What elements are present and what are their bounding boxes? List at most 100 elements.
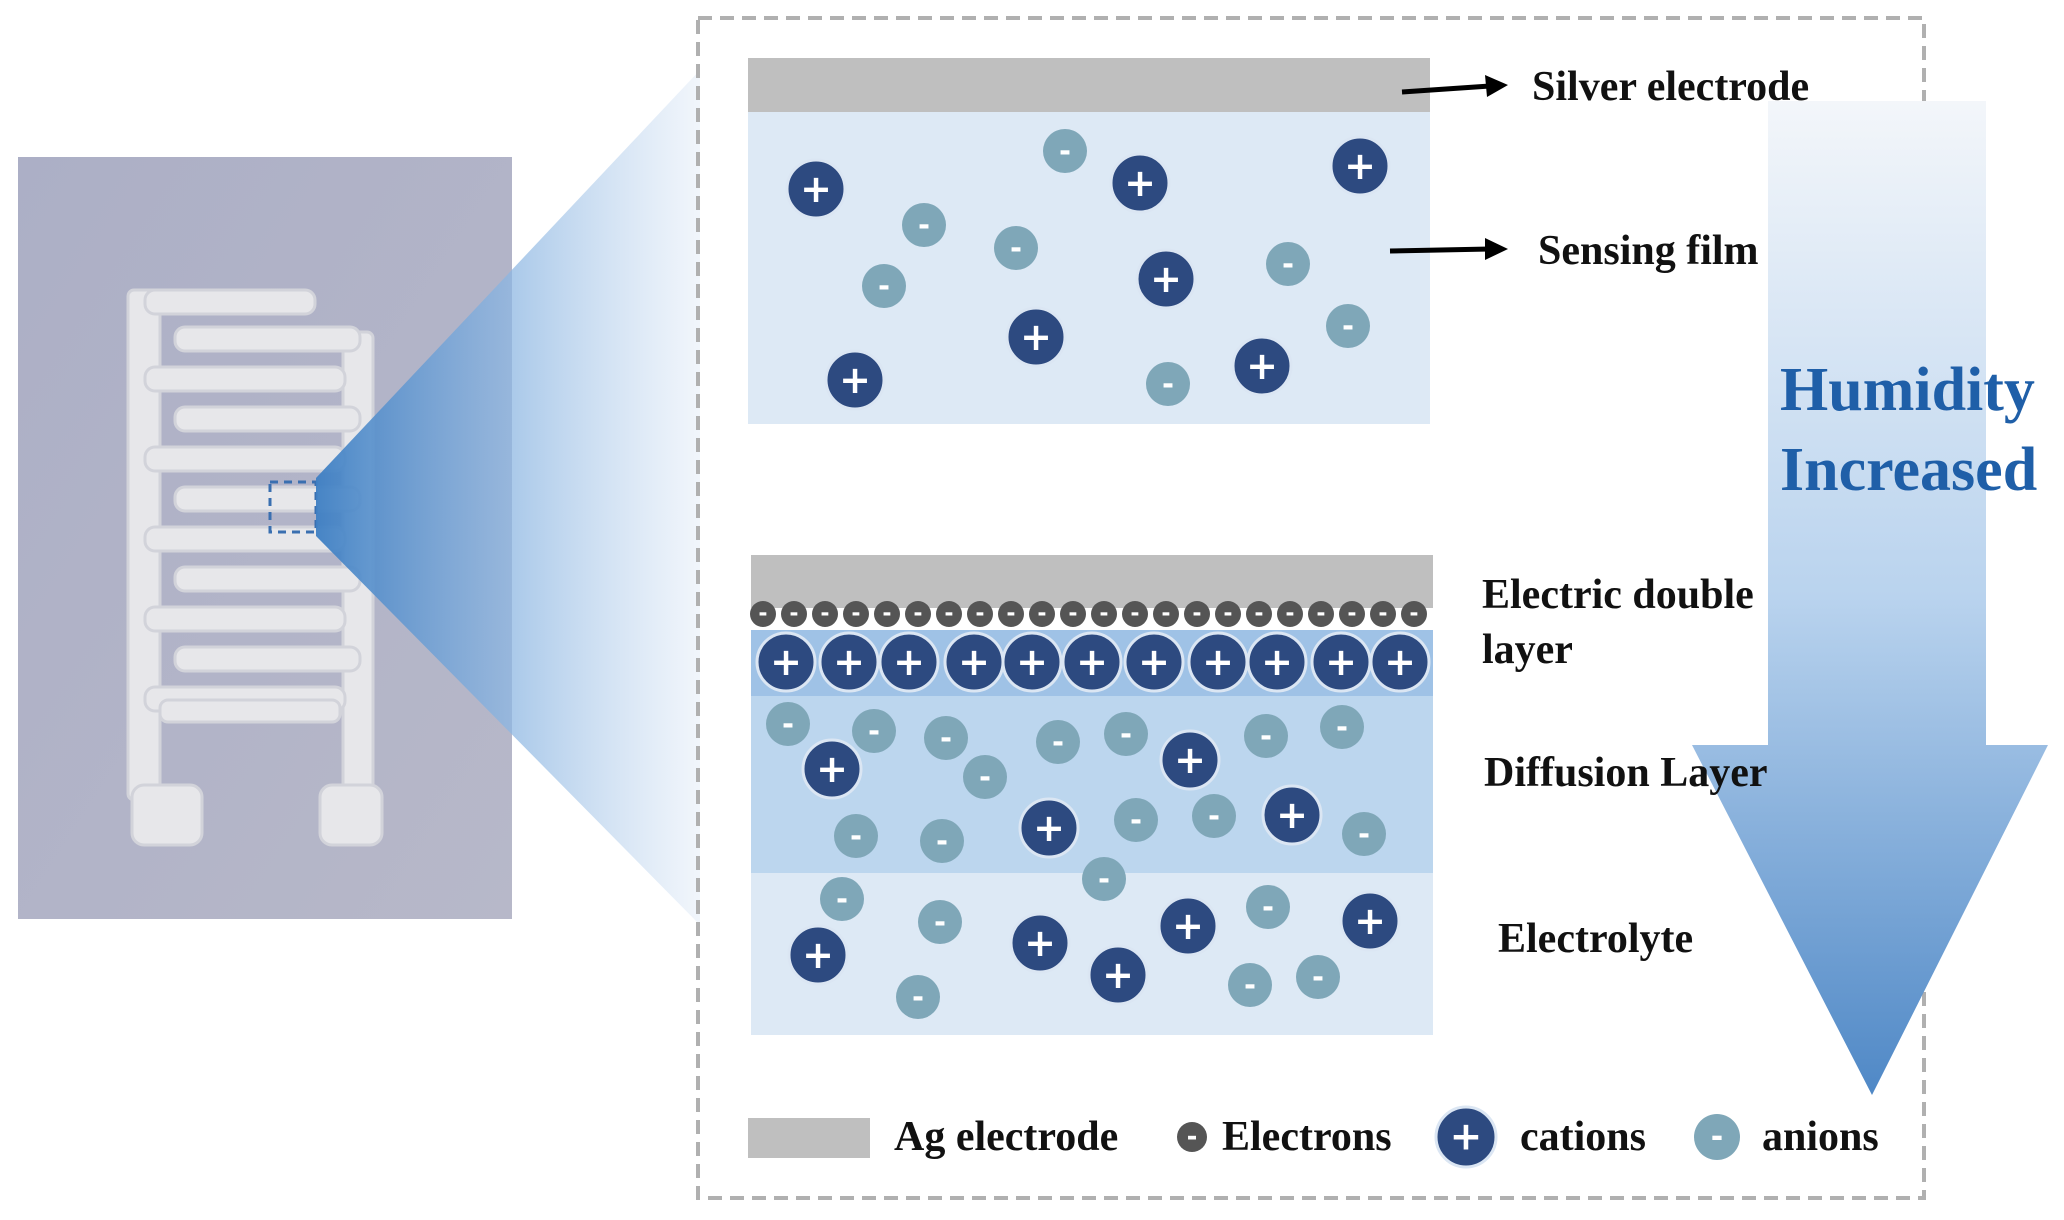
minus-icon: -	[918, 208, 930, 242]
minus-icon: -	[1120, 717, 1132, 751]
anion: -	[896, 975, 940, 1019]
legend-anions-label: anions	[1762, 1114, 1879, 1160]
electron: -	[781, 601, 807, 627]
diffusion-layer-label: Diffusion Layer	[1484, 750, 1768, 796]
sensing-film-label: Sensing film	[1538, 228, 1759, 274]
minus-icon: -	[979, 760, 991, 794]
minus-icon: -	[1285, 602, 1294, 627]
electron: -	[750, 601, 776, 627]
plus-icon: +	[839, 358, 871, 402]
plus-icon: +	[1102, 953, 1134, 997]
edl-label-line2: layer	[1482, 627, 1573, 673]
electron: -	[1153, 601, 1179, 627]
cation: +	[785, 158, 847, 220]
anion: -	[834, 814, 878, 858]
minus-icon: -	[1130, 803, 1142, 837]
minus-icon: -	[868, 714, 880, 748]
electron: -	[1122, 601, 1148, 627]
cation: +	[1246, 631, 1308, 693]
silver-electrode-label: Silver electrode	[1532, 64, 1810, 110]
plus-icon: +	[1354, 899, 1386, 943]
anion: -	[920, 819, 964, 863]
cation: +	[1087, 944, 1149, 1006]
minus-icon: -	[936, 824, 948, 858]
ag-electrode-layer	[751, 555, 1433, 608]
electron: -	[1370, 601, 1396, 627]
electron: -	[998, 601, 1024, 627]
plus-icon: +	[1076, 640, 1108, 684]
plus-icon: +	[1033, 806, 1065, 850]
anion: -	[820, 877, 864, 921]
electron: -	[874, 601, 900, 627]
minus-icon: -	[1711, 1120, 1723, 1155]
minus-icon: -	[1052, 725, 1064, 759]
electron: -	[1339, 601, 1365, 627]
anion: -	[1228, 963, 1272, 1007]
minus-icon: -	[1282, 247, 1294, 281]
minus-icon: -	[975, 602, 984, 627]
anion: -	[1296, 955, 1340, 999]
anion: -	[994, 226, 1038, 270]
humidity-label-line1: Humidity	[1780, 356, 2035, 424]
anion: -	[963, 755, 1007, 799]
anion: -	[924, 716, 968, 760]
cation: +	[1310, 631, 1372, 693]
legend-ag-swatch	[748, 1118, 870, 1158]
edl-label-line1: Electric double	[1482, 572, 1754, 618]
plus-icon: +	[800, 167, 832, 211]
cation: +	[1329, 135, 1391, 197]
minus-icon: -	[1336, 710, 1348, 744]
minus-icon: -	[1161, 602, 1170, 627]
legend-ag-label: Ag electrode	[894, 1114, 1119, 1160]
cation: +	[1159, 729, 1221, 791]
minus-icon: -	[836, 882, 848, 916]
anion: -	[1146, 362, 1190, 406]
cation: +	[1231, 335, 1293, 397]
minus-icon: -	[1006, 602, 1015, 627]
minus-icon: -	[758, 602, 767, 627]
cation: +	[755, 631, 817, 693]
cation: +	[1109, 152, 1171, 214]
electron: -	[936, 601, 962, 627]
anion: -	[1192, 794, 1236, 838]
minus-icon: -	[782, 707, 794, 741]
minus-icon: -	[1262, 890, 1274, 924]
minus-icon: -	[789, 602, 798, 627]
minus-icon: -	[912, 980, 924, 1014]
cation: +	[1001, 631, 1063, 693]
electron: -	[1215, 601, 1241, 627]
anion: -	[1082, 857, 1126, 901]
minus-icon: -	[1187, 1122, 1198, 1152]
minus-icon: -	[1130, 602, 1139, 627]
electron: -	[1308, 601, 1334, 627]
anion: -	[852, 709, 896, 753]
anion: -	[1246, 885, 1290, 929]
plus-icon: +	[1325, 640, 1357, 684]
minus-icon: -	[1223, 602, 1232, 627]
cation: +	[1123, 631, 1185, 693]
cation: +	[1339, 890, 1401, 952]
minus-icon: -	[1316, 602, 1325, 627]
anion: -	[862, 264, 906, 308]
plus-icon: +	[802, 933, 834, 977]
cation: +	[1061, 631, 1123, 693]
electron: -	[1184, 601, 1210, 627]
cation: +	[1018, 797, 1080, 859]
anion: -	[918, 900, 962, 944]
minus-icon: -	[820, 602, 829, 627]
cation: +	[1135, 248, 1197, 310]
plus-icon: +	[833, 640, 865, 684]
minus-icon: -	[1068, 602, 1077, 627]
electron: -	[812, 601, 838, 627]
minus-icon: -	[1342, 309, 1354, 343]
plus-icon: +	[893, 640, 925, 684]
anion: -	[1036, 720, 1080, 764]
minus-icon: -	[944, 602, 953, 627]
electron: -	[905, 601, 931, 627]
plus-icon: +	[1450, 1115, 1483, 1160]
minus-icon: -	[913, 602, 922, 627]
anion: -	[1104, 712, 1148, 756]
minus-icon: -	[1098, 862, 1110, 896]
silver-electrode-layer	[748, 58, 1430, 112]
